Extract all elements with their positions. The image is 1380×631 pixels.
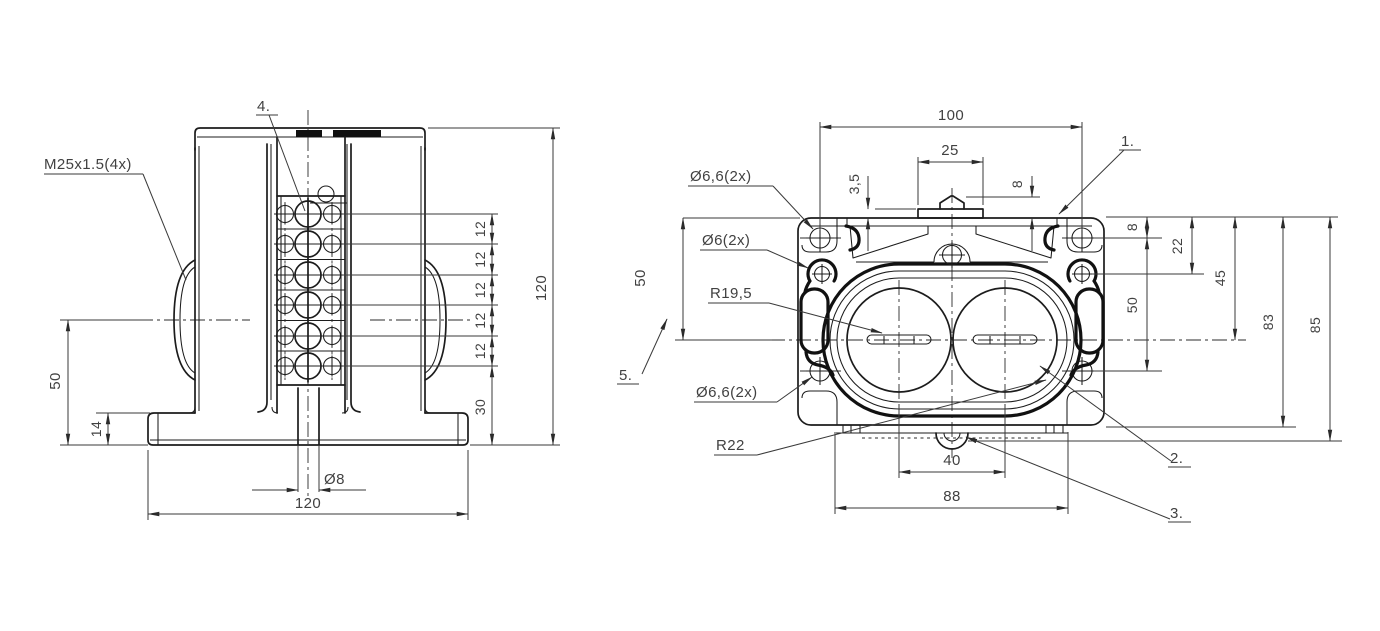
clamp-screw-top [317, 185, 335, 203]
gland-thread-label: M25x1.5(4x) [44, 156, 132, 173]
dim-base-thickness: 14 [88, 421, 104, 437]
terminal-row [274, 258, 343, 292]
chain-dim-45: 45 [1212, 270, 1228, 286]
terminal-row [274, 319, 343, 353]
dim-clamp-offset: 3,5 [846, 174, 862, 195]
chain-dim-8: 8 [1124, 223, 1140, 231]
callout-1: 1. [1121, 133, 1134, 150]
front-dimensions: 12 12 12 12 12 30 120 50 14 [44, 98, 560, 520]
dim-clamp-width: 25 [941, 142, 959, 159]
dim-pitch-4: 12 [472, 312, 488, 328]
top-labels: Ø6,6(2x) Ø6(2x) R19,5 Ø6,6(2x) R22 1. 2.… [617, 133, 1191, 523]
dim-center-height: 50 [47, 372, 64, 390]
dim-knob-spacing: 40 [943, 452, 961, 469]
base-flange [147, 412, 469, 446]
knob-left [846, 287, 952, 393]
chain-dim-22: 22 [1169, 238, 1185, 254]
terminal-row [274, 349, 343, 383]
front-view: 12 12 12 12 12 30 120 50 14 [44, 98, 560, 520]
top-recess-left [849, 225, 929, 259]
callout-5: 5. [619, 367, 632, 384]
label-hole-bottom: Ø6,6(2x) [696, 384, 758, 401]
dim-tab-offset: 8 [1009, 180, 1025, 188]
dim-total-width: 120 [295, 495, 321, 512]
dim-pitch-2: 12 [472, 251, 488, 267]
gland-boss-left [173, 259, 196, 381]
bottom-details [836, 424, 1068, 450]
cable-clamp [917, 195, 984, 268]
pilot-hole-left [812, 264, 832, 284]
dim-total-height: 120 [533, 275, 550, 301]
chain-dim-50: 50 [1124, 297, 1140, 313]
label-hole-top: Ø6,6(2x) [690, 168, 752, 185]
top-dimensions: 100 25 3,5 8 8 50 [632, 107, 1342, 514]
dim-base-width: 88 [943, 488, 961, 505]
dim-pitch-3: 12 [472, 282, 488, 298]
pilot-hole-right [1072, 264, 1092, 284]
seal-contour [799, 224, 1105, 418]
label-radius-inner: R19,5 [710, 285, 752, 302]
dim-row-offset: 30 [472, 399, 488, 415]
dim-pitch-5: 12 [472, 343, 488, 359]
cap-slot-right [333, 130, 381, 137]
callout-4: 4. [257, 98, 270, 115]
oval-rings [829, 270, 1075, 410]
dim-pitch-1: 12 [472, 221, 488, 237]
terminal-row [274, 197, 343, 231]
terminal-strip [274, 185, 347, 386]
label-hole-mid: Ø6(2x) [702, 232, 750, 249]
dim-hole-dia: Ø8 [324, 471, 345, 488]
callout-3: 3. [1170, 505, 1183, 522]
dim-mount-width: 100 [938, 107, 964, 124]
top-view: 100 25 3,5 8 8 50 [617, 107, 1342, 523]
chain-dim-83: 83 [1260, 314, 1276, 330]
top-recess-right [975, 225, 1055, 259]
dim-center-offset: 50 [632, 269, 649, 287]
cap-slot-left [296, 130, 322, 137]
label-radius-outer: R22 [716, 437, 745, 454]
chain-dim-85: 85 [1307, 317, 1323, 333]
callout-2: 2. [1170, 450, 1183, 467]
anchor-hole [297, 387, 320, 492]
knob-right [952, 287, 1058, 393]
terminal-row [274, 288, 343, 322]
gland-boss-right [424, 259, 447, 381]
terminal-row [274, 227, 343, 261]
